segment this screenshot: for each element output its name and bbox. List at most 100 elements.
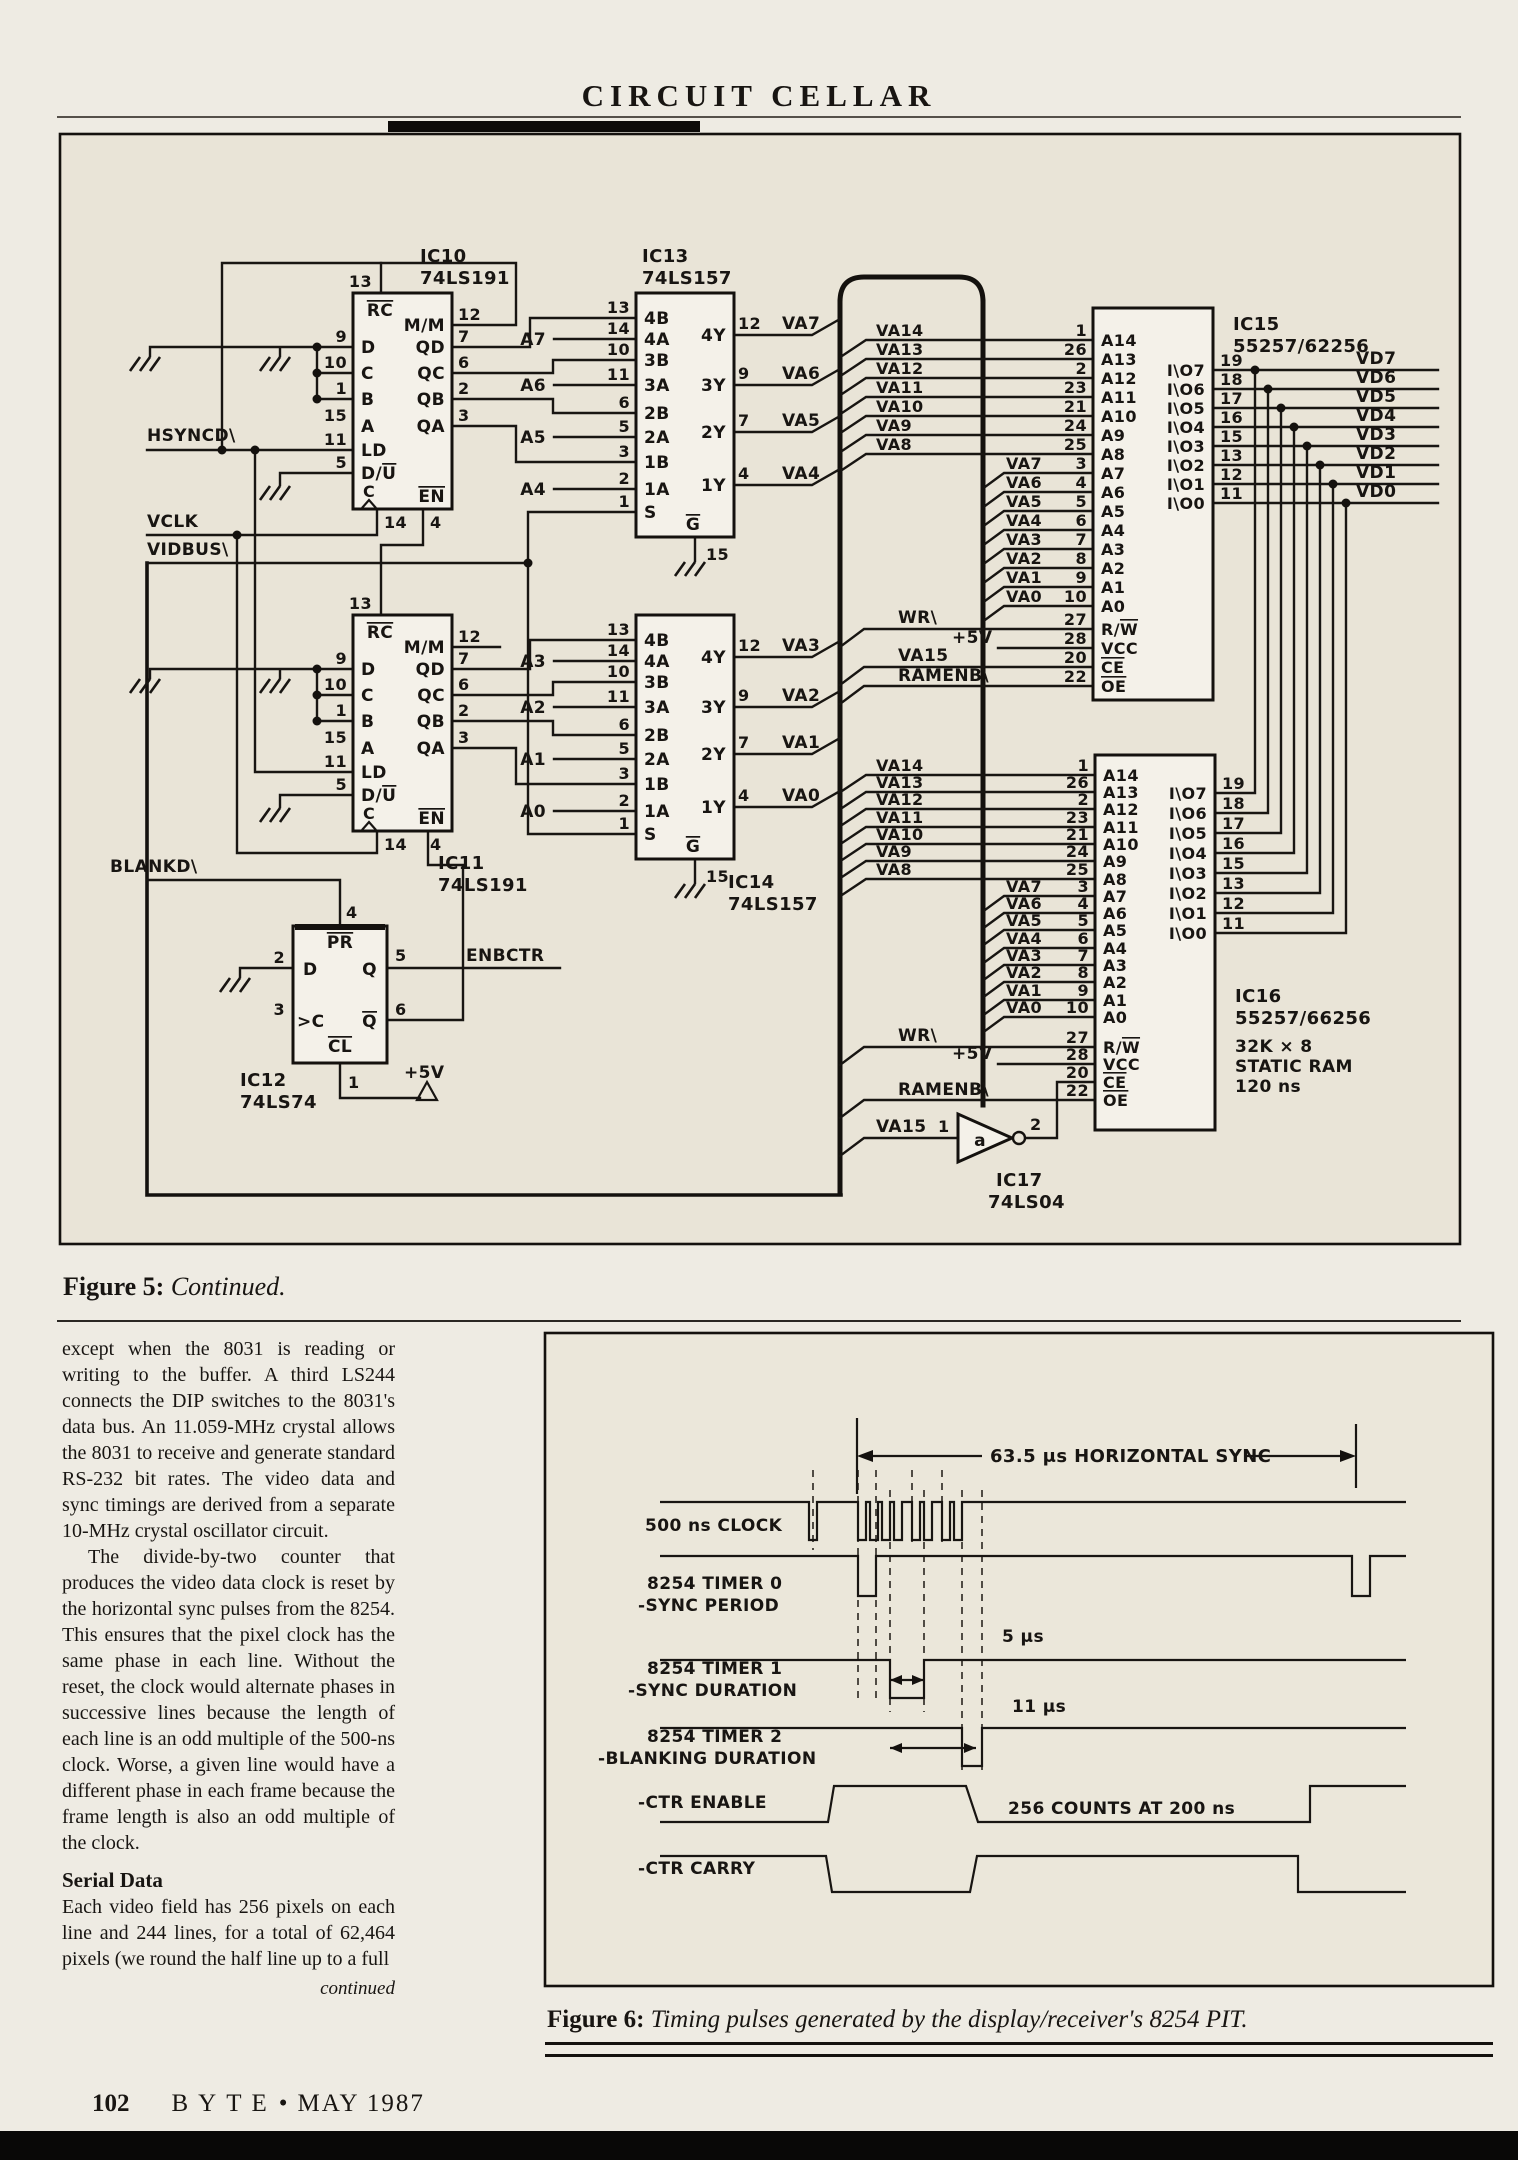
junction-dot [1315, 460, 1325, 470]
signal-label: WR\ [898, 608, 938, 628]
pin-label: QD [416, 660, 445, 680]
pin-label: R/W [1103, 1038, 1140, 1057]
pin-number: 10 [324, 353, 347, 372]
junction-dot [523, 558, 533, 568]
measure-arrows [855, 1418, 1358, 1753]
plus5v-arrow [415, 1079, 439, 1102]
signal-label: WR\ [898, 1026, 938, 1046]
figure5-caption-text: Continued. [170, 1272, 286, 1301]
signal-label: VA15 [876, 1117, 926, 1137]
pin-label: LD [361, 763, 387, 783]
pin-number: 2 [1030, 1115, 1042, 1134]
waveform-timer1 [660, 1658, 1406, 1700]
pin-label: A6 [1103, 904, 1127, 923]
io-label: I\O1 [1167, 475, 1205, 494]
pin-number: 18 [1222, 794, 1245, 813]
waveform-timer0 [660, 1554, 1406, 1598]
signal-label: VD3 [1356, 425, 1396, 445]
signal-label: VA1 [1006, 568, 1042, 587]
pin-number: 9 [738, 686, 750, 705]
signal-label: VA2 [1006, 549, 1042, 568]
junction-dot [1289, 422, 1299, 432]
pin-number: 15 [706, 545, 729, 564]
pin-number: 9 [738, 364, 750, 383]
pin-number: 15 [1222, 854, 1245, 873]
annotation: 256 COUNTS AT 200 ns [1008, 1799, 1235, 1819]
pin-label: A11 [1101, 388, 1137, 407]
signal-label: VA4 [782, 464, 820, 484]
pin-number: 28 [1066, 1045, 1089, 1064]
pin-label: A14 [1103, 766, 1139, 785]
signal-label: VA2 [782, 686, 820, 706]
pin-label: Q [362, 1012, 377, 1032]
ic-ref: IC17 [996, 1170, 1043, 1191]
pin-label: A4 [1101, 521, 1125, 540]
signal-label: VA7 [1006, 454, 1042, 473]
pin-number: 26 [1064, 340, 1087, 359]
pin-label: A12 [1101, 369, 1137, 388]
header-bar [388, 121, 700, 132]
pin-number: 8 [1075, 549, 1087, 568]
pin-number: 20 [1064, 648, 1087, 667]
pin-number: 16 [1222, 834, 1245, 853]
measure-label: 63.5 μs HORIZONTAL SYNC [990, 1446, 1271, 1467]
pin-number: 3 [273, 1000, 285, 1019]
pin-label: A7 [1101, 464, 1125, 483]
pin-number: 4 [738, 464, 750, 483]
scan-bottom-bar [0, 2131, 1518, 2160]
ic-ref: IC11 [438, 853, 485, 874]
signal-label: VIDBUS\ [147, 540, 229, 560]
pin-number: 25 [1066, 860, 1089, 879]
pin-number: 9 [335, 649, 347, 668]
annotation: 11 μs [1012, 1697, 1066, 1717]
signal-label: VA6 [782, 364, 820, 384]
timing-waveforms [660, 1500, 1406, 1894]
pin-label: VCC [1103, 1055, 1140, 1074]
pin-number: 6 [1077, 929, 1089, 948]
pin-number: 7 [458, 327, 470, 346]
pin-number: 6 [395, 1000, 407, 1019]
pin-label: 1A [644, 802, 670, 822]
pin-label: 3A [644, 698, 670, 718]
pin-label: A14 [1101, 331, 1137, 350]
pin-number: 5 [618, 417, 630, 436]
junction-dot [232, 530, 242, 540]
signal-label: VD0 [1356, 482, 1396, 502]
pin-label: 2A [644, 428, 670, 448]
pin-number: 25 [1064, 435, 1087, 454]
pin-label: 2Y [701, 423, 726, 443]
signal-label: VA0 [1006, 998, 1042, 1017]
signal-label: VCLK [147, 512, 199, 532]
ic-boxes [291, 291, 1217, 1165]
pin-number: 1 [335, 379, 347, 398]
pin-label: A5 [1103, 921, 1127, 940]
ic-part: 74LS191 [420, 268, 510, 289]
pin-number: 7 [1077, 946, 1089, 965]
row-label: -SYNC PERIOD [638, 1596, 779, 1616]
pin-label: QD [416, 338, 445, 358]
pin-number: 4 [1075, 473, 1087, 492]
header-rule [57, 116, 1461, 118]
pin-label: CL [328, 1037, 352, 1057]
figure6-caption-text: Timing pulses generated by the display/r… [650, 2006, 1248, 2033]
ic-ref: IC15 [1233, 314, 1280, 335]
pin-label: M/M [404, 316, 445, 336]
pin-label: A0 [1101, 597, 1125, 616]
pin-label: R/W [1101, 620, 1138, 639]
signal-label: VA15 [898, 646, 948, 666]
pin-label: 4A [644, 330, 670, 350]
ic-ref: IC10 [420, 246, 467, 267]
pin-number: 14 [384, 513, 407, 532]
pin-number: 1 [938, 1117, 950, 1136]
signal-label: VA3 [782, 636, 820, 656]
signal-label: A5 [520, 428, 546, 448]
pin-label: 4B [644, 309, 670, 329]
ic15-box [1091, 306, 1215, 702]
signal-label: VA8 [876, 435, 912, 454]
ic10-box [351, 291, 454, 511]
paragraph: The divide-by-two counter that produces … [62, 1546, 395, 1854]
pin-label: S [644, 825, 657, 845]
io-label: I\O0 [1167, 494, 1205, 513]
ic-note: 32K × 8 [1235, 1037, 1313, 1057]
